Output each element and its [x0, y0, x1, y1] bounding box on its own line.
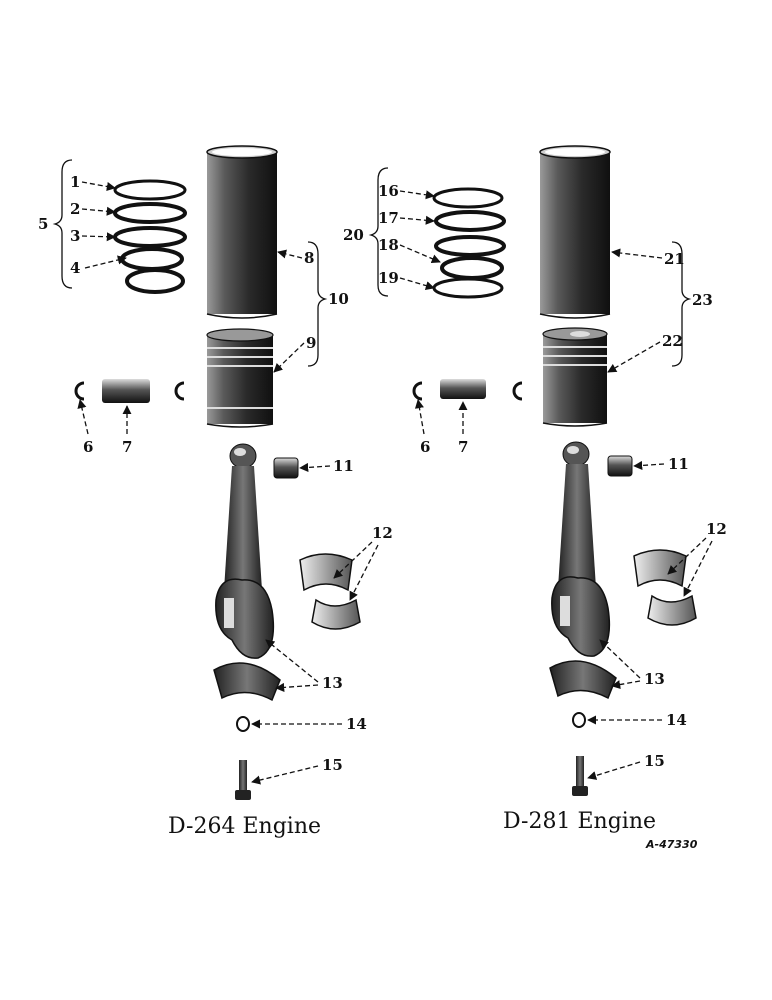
pin-retainer-left-281 [412, 381, 423, 401]
d281-assembly: 16 17 18 19 20 6 7 21 22 23 11 12 13 14 … [343, 145, 727, 834]
rod-bushing [273, 457, 299, 479]
callout-2: 2 [70, 200, 80, 218]
piston-ring-2 [113, 202, 187, 224]
callout-13-281: 13 [644, 670, 665, 688]
callout-13: 13 [322, 674, 343, 692]
callout-15-281: 15 [644, 752, 665, 770]
rod-bushing-281 [607, 455, 633, 477]
rod-bearing-shells-281 [633, 549, 697, 626]
piston-ring-set-281 [432, 187, 506, 299]
cylinder-sleeve-281 [539, 145, 611, 319]
rod-bolt-281 [572, 756, 588, 796]
connecting-rod-281 [551, 441, 611, 657]
piston-ring-19 [432, 277, 504, 299]
callout-1: 1 [70, 173, 80, 191]
oil-ring [120, 247, 184, 271]
callout-3: 3 [70, 227, 80, 245]
callout-4: 4 [70, 259, 80, 277]
callout-6: 6 [83, 438, 93, 456]
piston-ring-16 [432, 187, 504, 209]
rod-cap-281 [549, 660, 617, 700]
d264-assembly: 1 2 3 4 5 6 7 8 9 10 11 12 13 14 15 D-26… [38, 145, 393, 839]
callout-20: 20 [343, 226, 364, 244]
connecting-rod [215, 443, 275, 659]
lock-washer-281 [572, 712, 586, 728]
callout-6-281: 6 [420, 438, 430, 456]
piston-pin-281 [440, 379, 486, 399]
piston-ring-1 [113, 179, 187, 201]
bracket-10 [307, 241, 328, 367]
oil-ring-281 [440, 256, 504, 280]
callout-15: 15 [322, 756, 343, 774]
callout-11: 11 [333, 457, 354, 475]
callout-17: 17 [378, 209, 399, 227]
piston-ring-18 [434, 235, 506, 257]
callout-23: 23 [692, 291, 713, 309]
callout-12: 12 [372, 524, 393, 542]
lock-washer [236, 716, 250, 732]
callout-12-281: 12 [706, 520, 727, 538]
pin-retainer-left [74, 381, 85, 401]
callout-14: 14 [346, 715, 367, 733]
pin-retainer-right [174, 381, 185, 401]
callout-16: 16 [378, 182, 399, 200]
callout-8: 8 [304, 249, 314, 267]
callout-7: 7 [122, 438, 132, 456]
callout-21: 21 [664, 250, 685, 268]
rod-cap [213, 662, 281, 702]
rod-bearing-shells [299, 553, 361, 630]
caption-d264: D-264 Engine [168, 814, 321, 839]
callout-10: 10 [328, 290, 349, 308]
piston-ring-set [113, 179, 187, 294]
callout-9: 9 [306, 334, 316, 352]
piston-ring-3 [113, 226, 187, 248]
bracket-23 [671, 241, 692, 367]
callout-22: 22 [662, 332, 683, 350]
rod-bolt [235, 760, 251, 800]
callout-18: 18 [378, 236, 399, 254]
callout-7-281: 7 [458, 438, 468, 456]
piston-ring-4 [125, 268, 185, 294]
piston [206, 328, 274, 428]
piston-281 [542, 327, 608, 427]
figure-id: A-47330 [645, 838, 698, 851]
caption-d281: D-281 Engine [503, 809, 656, 834]
callout-11-281: 11 [668, 455, 689, 473]
bracket-5 [52, 159, 73, 289]
cylinder-sleeve [206, 145, 278, 319]
callout-19: 19 [378, 269, 399, 287]
piston-ring-17 [434, 210, 506, 232]
piston-pin [102, 379, 150, 403]
callout-5: 5 [38, 215, 48, 233]
callout-14-281: 14 [666, 711, 687, 729]
pin-retainer-right-281 [512, 381, 523, 401]
bracket-20 [368, 167, 389, 297]
